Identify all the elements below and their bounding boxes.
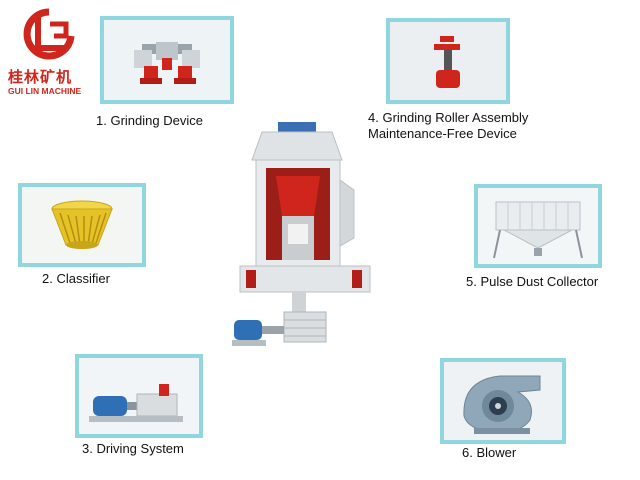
central-mill-image bbox=[232, 122, 371, 346]
classifier-image bbox=[22, 187, 142, 263]
blower-card bbox=[440, 358, 566, 444]
blower-label: 6. Blower bbox=[462, 445, 517, 460]
grinding-roller-label: 4. Grinding Roller Assembly bbox=[368, 110, 529, 125]
driving-system-label: 3. Driving System bbox=[82, 441, 184, 456]
classifier-label: 2. Classifier bbox=[42, 271, 110, 286]
classifier-card bbox=[18, 183, 146, 267]
grinding-device-image bbox=[104, 20, 230, 100]
pulse-dust-collector-card bbox=[474, 184, 602, 268]
grinding-roller-image bbox=[390, 22, 506, 100]
grinding-device-card bbox=[100, 16, 234, 104]
pulse-dust-collector-image bbox=[478, 188, 598, 264]
grinding-roller-card bbox=[386, 18, 510, 104]
grinding-device-label: 1. Grinding Device bbox=[96, 113, 203, 128]
logo-mark-icon bbox=[23, 8, 75, 60]
logo-english-name: GUI LIN MACHINE bbox=[8, 86, 82, 96]
pulse-dust-collector-label: 5. Pulse Dust Collector bbox=[466, 274, 599, 289]
logo: 桂林矿机 GUI LIN MACHINE bbox=[8, 6, 90, 98]
driving-system-image bbox=[79, 358, 199, 434]
logo-chinese-name: 桂林矿机 bbox=[8, 69, 73, 86]
driving-system-card bbox=[75, 354, 203, 438]
maintenance-free-label: Maintenance-Free Device bbox=[368, 126, 517, 141]
blower-image bbox=[444, 362, 562, 440]
